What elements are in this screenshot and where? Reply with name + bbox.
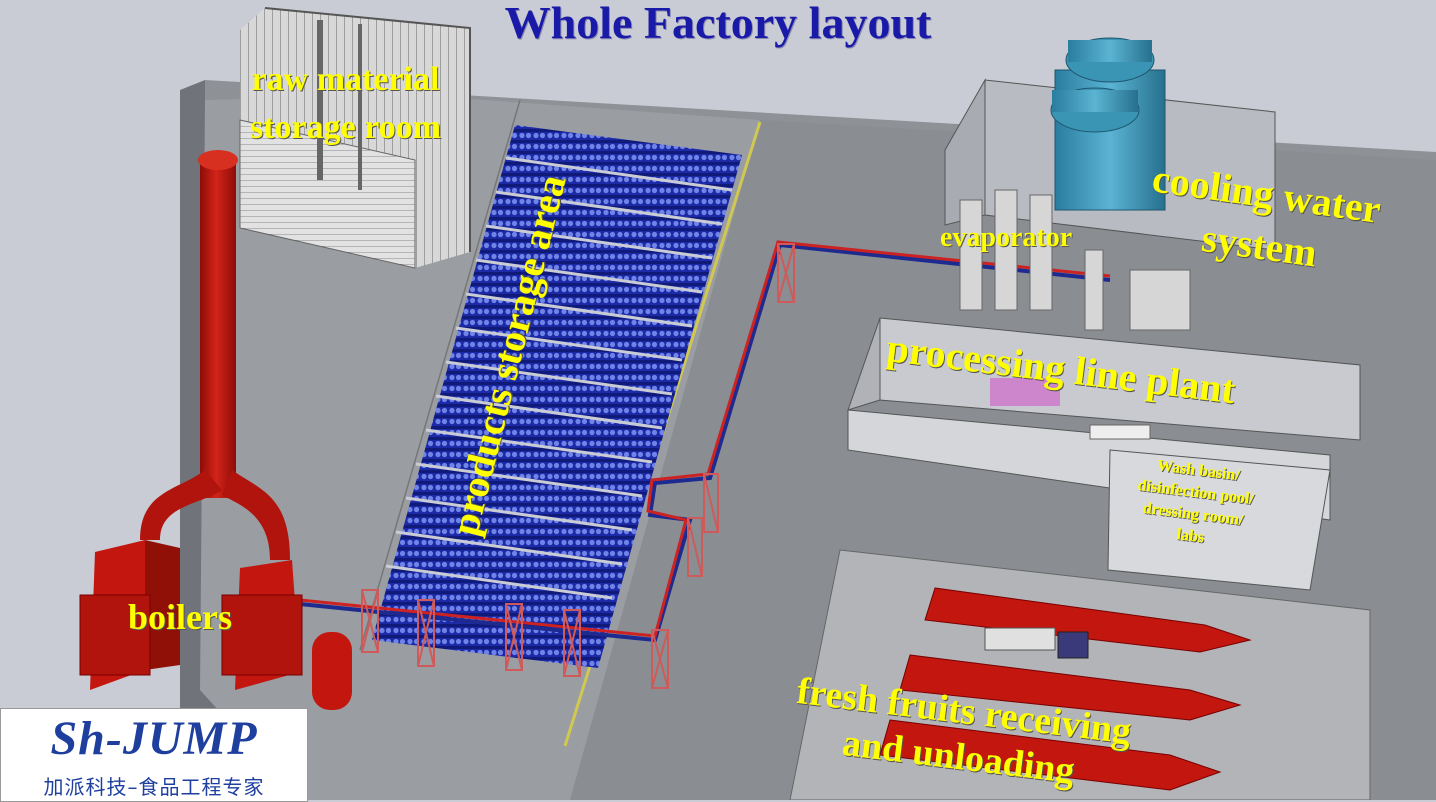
evaporator-equipment — [959, 189, 1191, 331]
logo-subtitle: 加派科技–食品工程专家 — [43, 775, 265, 799]
cooling-water-system — [944, 37, 1276, 251]
label-wash-basin: Wash basin/ disinfection pool/ dressing … — [1136, 457, 1255, 547]
raw-material-storage-shed — [239, 7, 471, 269]
label-evaporator: evaporator — [940, 222, 1073, 253]
page-title: Whole Factory layout — [504, 0, 932, 48]
steam-pipeline — [299, 240, 1111, 643]
logo-brand-text: Sh-JUMP — [50, 712, 258, 765]
boilers-and-chimney — [79, 150, 352, 710]
products-storage-pallets — [372, 125, 742, 668]
label-raw-material-storage: raw material storage room — [250, 61, 442, 146]
processing-line-building — [847, 317, 1361, 591]
fruit-receiving-area — [789, 549, 1371, 800]
label-boilers: boilers — [128, 597, 232, 637]
pipe-support-towers — [361, 243, 795, 689]
brand-logo: Sh-JUMP 加派科技–食品工程专家 — [0, 708, 308, 802]
